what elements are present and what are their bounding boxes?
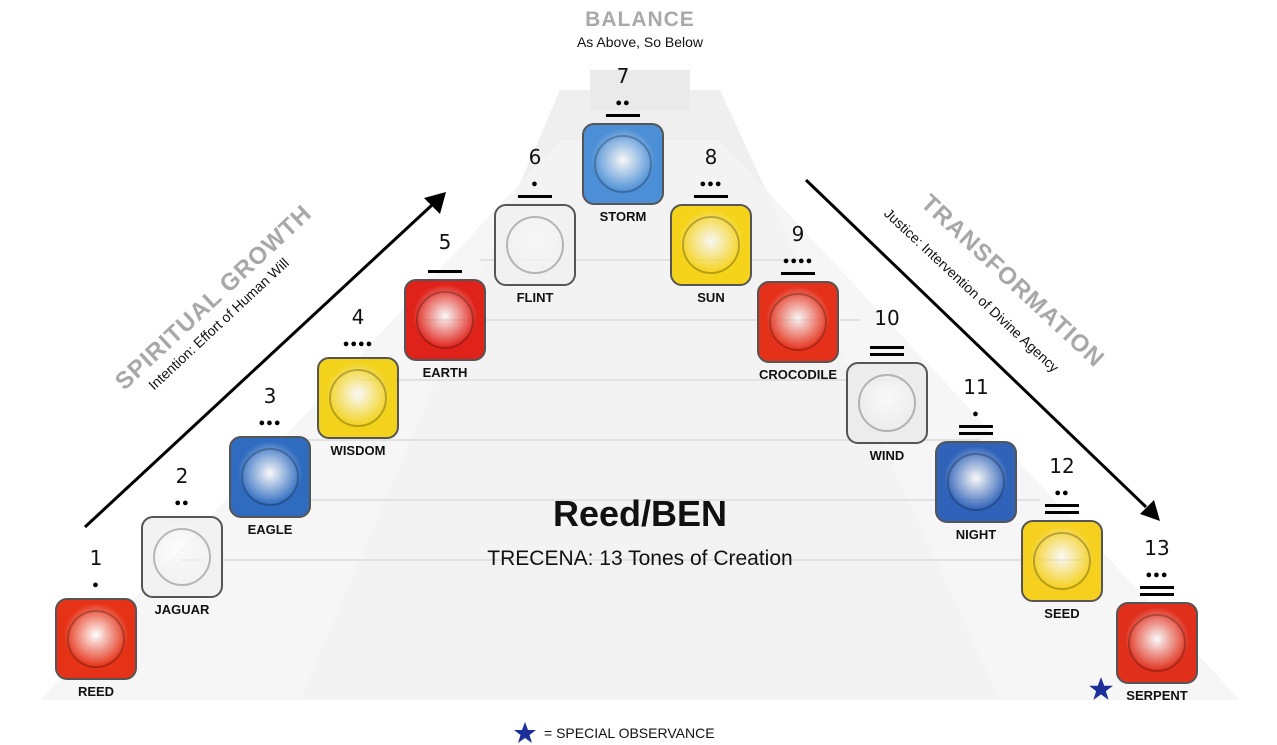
tone-bar [781, 272, 815, 275]
tone-bar [1045, 504, 1079, 507]
glyph-emblem [506, 216, 564, 274]
tone-dots: ● [92, 579, 100, 591]
tone-bar [428, 270, 462, 273]
glyph-emblem [241, 448, 299, 506]
tone-number: 11 [963, 375, 989, 399]
right-arrow [804, 178, 1148, 509]
glyph-wind-icon [846, 362, 928, 444]
tone-bar [518, 195, 552, 198]
tone-number: 5 [438, 230, 452, 254]
tone-dots: ● [972, 408, 980, 420]
glyph-jaguar-icon [141, 516, 223, 598]
tone-bar [1140, 586, 1174, 589]
glyph-label: NIGHT [955, 527, 997, 542]
tone-bar [606, 114, 640, 117]
tone-dots: ●● [615, 97, 631, 109]
glyph-emblem [947, 453, 1005, 511]
glyph-label: STORM [599, 209, 647, 224]
left-arrow [83, 203, 434, 529]
glyph-label: SUN [697, 290, 725, 305]
tone-number: 12 [1049, 454, 1075, 478]
tone-number: 6 [528, 145, 542, 169]
glyph-label: SERPENT [1126, 688, 1188, 703]
tone-number: 7 [616, 64, 630, 88]
tone-number: 9 [791, 222, 805, 246]
tone-number: 1 [89, 546, 103, 570]
tone-bar [1045, 511, 1079, 514]
tone-number: 2 [175, 464, 189, 488]
glyph-wisdom-icon [317, 357, 399, 439]
glyph-emblem [1033, 532, 1091, 590]
glyph-label: EARTH [422, 365, 468, 380]
legend-text: = SPECIAL OBSERVANCE [544, 725, 715, 741]
tone-bar [870, 346, 904, 349]
tone-number: 10 [874, 306, 900, 330]
tone-number: 3 [263, 384, 277, 408]
tone-dots: ● [531, 178, 539, 190]
tone-dots: ●● [1054, 487, 1070, 499]
tone-dots: ●●● [1145, 569, 1169, 581]
center-block: Reed/BEN TRECENA: 13 Tones of Creation [440, 493, 840, 571]
tone-bar [694, 195, 728, 198]
tone-dots: ●●● [699, 178, 723, 190]
glyph-emblem [153, 528, 211, 586]
glyph-earth-icon [404, 279, 486, 361]
glyph-crocodile-icon [757, 281, 839, 363]
glyph-label: WIND [869, 448, 905, 463]
glyph-label: JAGUAR [154, 602, 210, 617]
balance-block: BALANCE As Above, So Below [540, 8, 740, 50]
glyph-night-icon [935, 441, 1017, 523]
tone-dots: ●●●● [782, 255, 814, 267]
glyph-emblem [67, 610, 125, 668]
glyph-reed-icon [55, 598, 137, 680]
glyph-flint-icon [494, 204, 576, 286]
tone-number: 8 [704, 145, 718, 169]
balance-heading: BALANCE [585, 8, 695, 31]
glyph-label: CROCODILE [759, 367, 837, 382]
glyph-serpent-icon [1116, 602, 1198, 684]
legend: = SPECIAL OBSERVANCE [512, 722, 715, 744]
special-star-icon [1089, 677, 1113, 700]
glyph-emblem [858, 374, 916, 432]
glyph-emblem [1128, 614, 1186, 672]
tone-number: 4 [351, 305, 365, 329]
glyph-label: REED [77, 684, 115, 699]
left-arrow-head [424, 192, 446, 214]
right-arrow-head [1140, 500, 1160, 521]
glyph-eagle-icon [229, 436, 311, 518]
glyph-seed-icon [1021, 520, 1103, 602]
tone-bar [1140, 593, 1174, 596]
tone-number: 13 [1144, 536, 1170, 560]
tone-bar [959, 425, 993, 428]
star-icon [514, 722, 536, 743]
glyph-sun-icon [670, 204, 752, 286]
glyph-label: WISDOM [330, 443, 386, 458]
balance-subheading: As Above, So Below [576, 34, 704, 50]
tone-dots: ●●●● [342, 338, 374, 350]
glyph-emblem [682, 216, 740, 274]
glyph-label: EAGLE [247, 522, 293, 537]
glyph-emblem [416, 291, 474, 349]
glyph-storm-icon [582, 123, 664, 205]
tone-dots: ●● [174, 497, 190, 509]
tone-bar [959, 432, 993, 435]
glyph-emblem [594, 135, 652, 193]
glyph-emblem [329, 369, 387, 427]
glyph-emblem [769, 293, 827, 351]
tone-dots: ●●● [258, 417, 282, 429]
center-subtitle: TRECENA: 13 Tones of Creation [487, 547, 793, 570]
center-title: Reed/BEN [552, 493, 728, 534]
glyph-label: FLINT [516, 290, 554, 305]
glyph-label: SEED [1044, 606, 1080, 621]
tone-bar [870, 353, 904, 356]
